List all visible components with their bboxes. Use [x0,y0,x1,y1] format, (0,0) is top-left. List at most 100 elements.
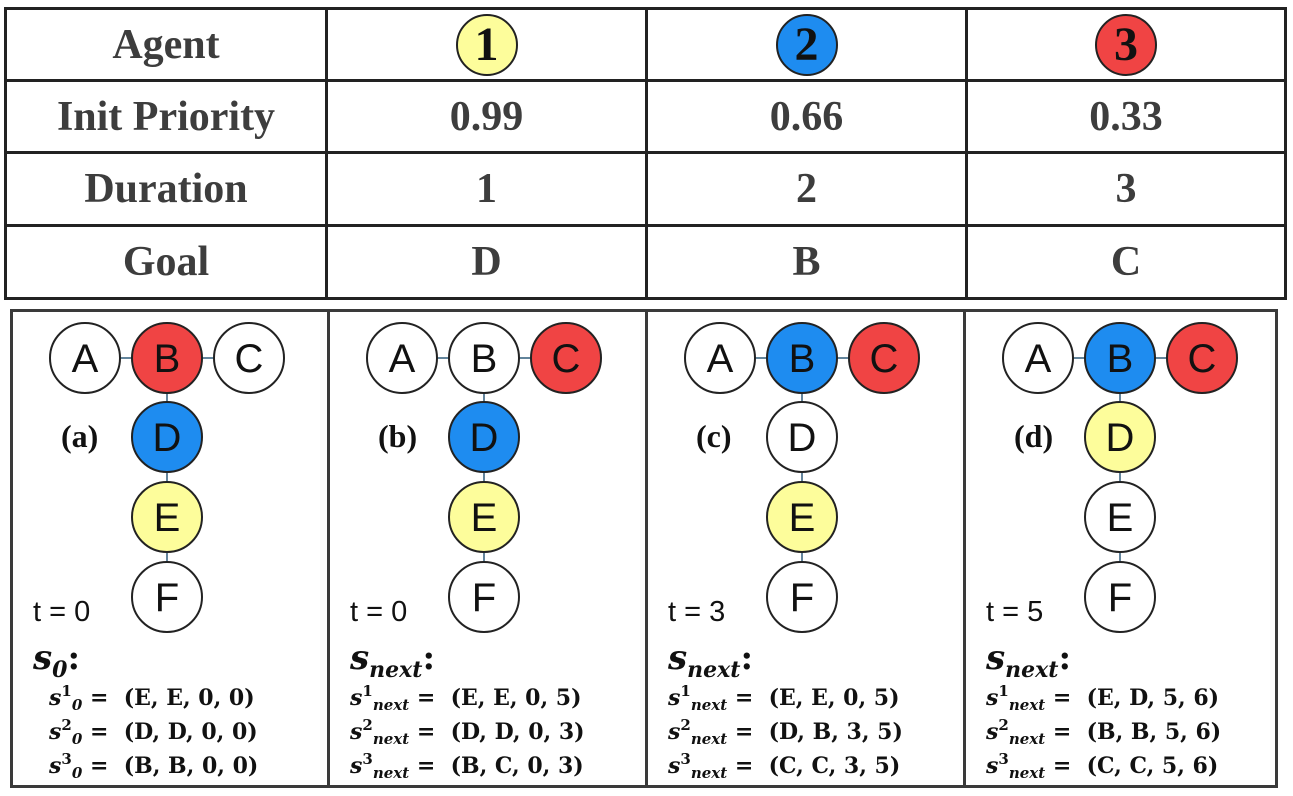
node-F: F [1084,561,1156,633]
node-B: B [1084,322,1156,394]
duration-row: Duration 1 2 3 [4,151,1287,227]
state-line-2: s2next = (D, B, 3, 5) [668,716,903,748]
node-C-label: C [235,337,264,381]
state-tuple: (E, E, 0, 5) [768,685,900,711]
state-index: next [1008,696,1046,714]
state-title: snext: [350,638,435,683]
node-D-label: D [1106,416,1135,460]
state-var: s [668,719,681,745]
node-A-circle [49,322,121,394]
node-D: D [131,401,203,473]
state-var: s [986,753,999,779]
node-A-label: A [1025,337,1052,381]
node-B-circle [1084,322,1156,394]
agent-3-duration: 3 [965,151,1287,227]
node-F-label: F [472,576,496,620]
node-C: C [530,322,602,394]
state-tuple: (E, E, 0, 5) [450,685,582,711]
node-D-label: D [470,416,499,460]
header-goal: Goal [4,224,328,300]
node-D-circle [1084,401,1156,473]
node-F-circle [766,561,838,633]
node-A-circle [684,322,756,394]
state-line-3: s3next = (C, C, 5, 6) [986,750,1218,782]
agent-2-duration: 2 [645,151,968,227]
goal-row: Goal D B C [4,224,1287,300]
panel-tag: (c) [696,418,732,454]
equals-sign: = [89,753,109,779]
node-D-label: D [788,416,817,460]
node-A-circle [366,322,438,394]
agent-1-priority: 0.99 [325,79,648,154]
state-line-1: s10 = (E, E, 0, 0) [49,682,255,714]
state-var: s [49,719,62,745]
state-colon: : [422,638,435,678]
equals-sign: = [734,753,754,779]
node-C-circle [213,322,285,394]
state-tuple: (D, D, 0, 0) [123,719,258,745]
state-tuple: (B, B, 5, 6) [1086,719,1222,745]
agent-index: 1 [61,682,72,700]
node-B-circle [131,322,203,394]
node-C-label: C [552,337,581,381]
state-index: next [690,730,728,748]
equals-sign: = [416,685,436,711]
agent-1-duration: 1 [325,151,648,227]
node-D-label: D [153,416,182,460]
state-line-1: s1next = (E, E, 0, 5) [668,682,900,714]
node-E-label: E [789,496,816,540]
node-B-label: B [154,337,181,381]
node-F-label: F [155,576,179,620]
node-A: A [49,322,121,394]
state-index: next [690,764,728,782]
state-line-1: s1next = (E, D, 5, 6) [986,682,1219,714]
node-E-label: E [154,496,181,540]
state-colon: : [1058,638,1071,678]
node-E: E [131,481,203,553]
agent-row: Agent 1 2 3 [4,7,1287,82]
node-A-circle [1002,322,1074,394]
node-F-circle [448,561,520,633]
state-symbol: s [33,638,53,678]
agent-index: 2 [680,716,691,734]
agent-3-badge: 3 [1095,13,1157,76]
time-label: t = 0 [350,596,408,628]
node-E: E [1084,481,1156,553]
state-var: s [986,719,999,745]
equals-sign: = [89,719,109,745]
equals-sign: = [416,753,436,779]
state-line-3: s3next = (B, C, 0, 3) [350,750,584,782]
node-A: A [684,322,756,394]
equals-sign: = [1052,719,1072,745]
priority-row: Init Priority 0.99 0.66 0.33 [4,79,1287,154]
state-index: next [690,696,728,714]
agent-2-badge: 2 [775,13,838,76]
state-index: 0 [71,730,83,748]
agent-index: 2 [61,716,72,734]
node-B-circle [766,322,838,394]
agent-table: Agent 1 2 3 Init Priority 0.99 0.66 0.33… [4,7,1287,300]
agent-3-goal: C [965,224,1287,300]
state-var: s [668,685,681,711]
node-C-circle [848,322,920,394]
state-var: s [49,685,62,711]
state-var: s [350,753,363,779]
node-F-label: F [790,576,814,620]
state-tuple: (C, C, 3, 5) [768,753,901,779]
node-E-circle [448,481,520,553]
state-var: s [986,685,999,711]
node-D: D [1084,401,1156,473]
node-F: F [766,561,838,633]
equals-sign: = [1052,753,1072,779]
time-label: t = 3 [668,596,726,628]
state-colon: : [740,638,753,678]
state-index: next [1008,730,1046,748]
header-init-priority: Init Priority [4,79,328,154]
state-index: next [372,696,410,714]
agent-index: 2 [362,716,373,734]
state-line-3: s3next = (C, C, 3, 5) [668,750,900,782]
state-line-2: s20 = (D, D, 0, 0) [49,716,258,748]
